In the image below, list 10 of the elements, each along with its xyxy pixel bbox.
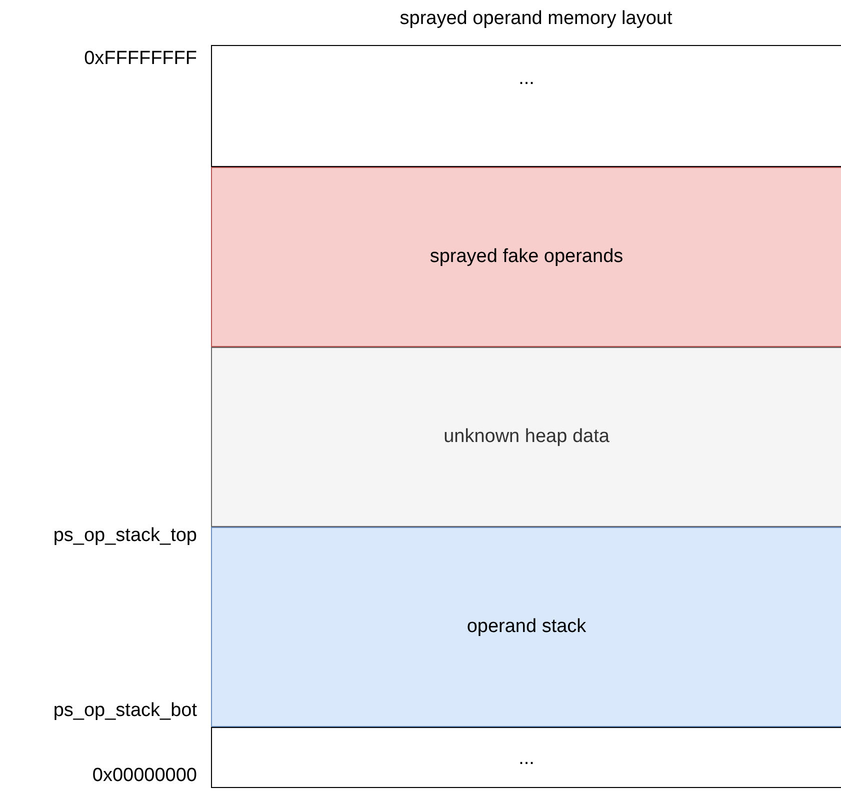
memory-region: ... <box>211 45 841 167</box>
address-label: ps_op_stack_bot <box>53 700 197 722</box>
address-label: 0x00000000 <box>92 765 197 787</box>
memory-region: operand stack <box>211 527 841 727</box>
memory-region: ... <box>211 727 841 788</box>
memory-region: unknown heap data <box>211 347 841 527</box>
address-label: ps_op_stack_top <box>53 525 197 547</box>
address-label: 0xFFFFFFFF <box>84 48 197 70</box>
memory-region: sprayed fake operands <box>211 167 841 347</box>
diagram-title: sprayed operand memory layout <box>398 8 674 30</box>
